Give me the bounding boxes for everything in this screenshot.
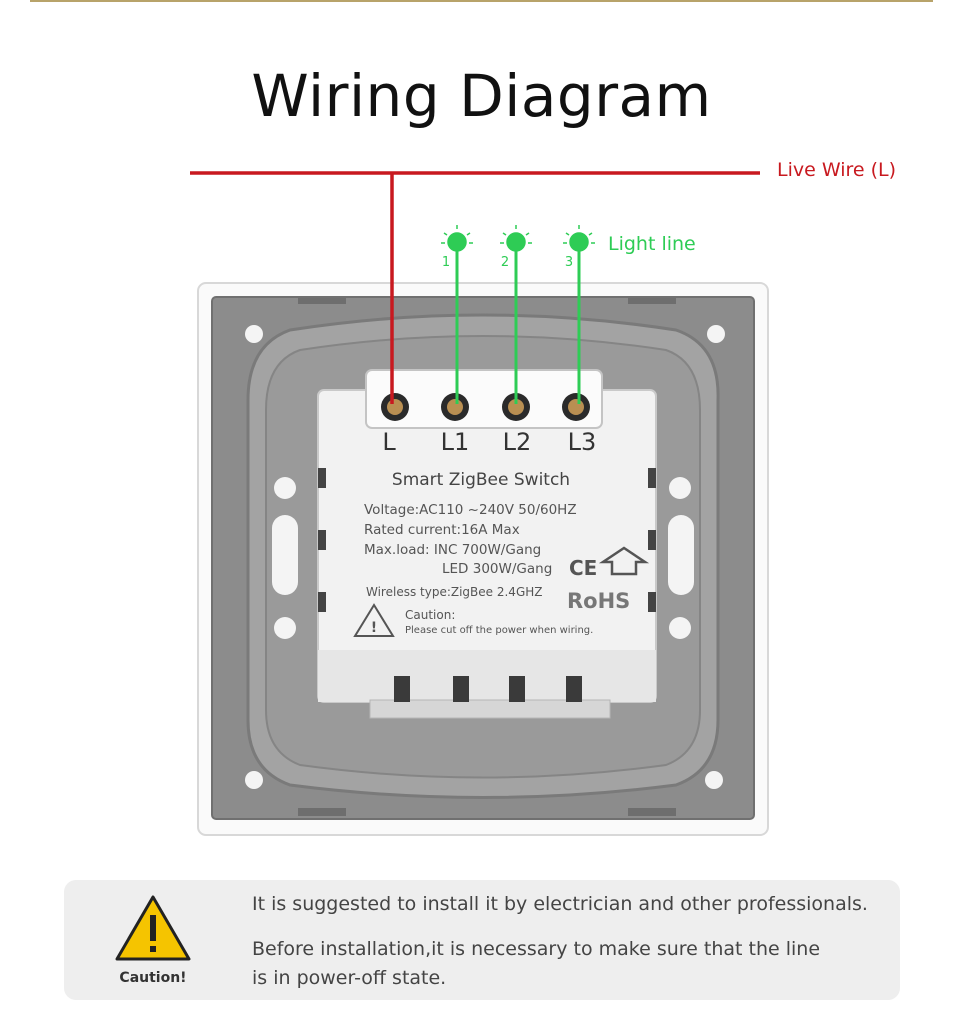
clip xyxy=(318,592,326,612)
rohs-mark: RoHS xyxy=(567,589,630,613)
svg-text:!: ! xyxy=(371,620,377,636)
notice-line-2: Before installation,it is necessary to m… xyxy=(252,938,821,989)
screw-hole xyxy=(669,477,691,499)
clip xyxy=(648,530,656,550)
vent-slot xyxy=(298,808,346,816)
screw-hole xyxy=(245,325,263,343)
warning-icon xyxy=(115,895,191,961)
live-wire-label: Live Wire (L) xyxy=(777,159,897,181)
terminal-label-l: L xyxy=(382,428,396,456)
clip xyxy=(648,592,656,612)
terminal-label-l3: L3 xyxy=(568,428,597,456)
screw-hole xyxy=(245,771,263,789)
notch xyxy=(566,676,582,702)
module-led-load: LED 300W/Gang xyxy=(442,561,552,577)
bulb-number-3: 3 xyxy=(565,255,573,270)
module-caution-title: Caution: xyxy=(405,608,455,622)
clip xyxy=(318,468,326,488)
mounting-slot xyxy=(272,515,298,595)
clip xyxy=(648,468,656,488)
screw-hole xyxy=(274,477,296,499)
vent-slot xyxy=(628,298,676,304)
page-title: Wiring Diagram xyxy=(251,62,712,130)
module-bottom-tab xyxy=(369,699,611,719)
top-rule xyxy=(30,0,933,2)
notice-line-1: It is suggested to install it by electri… xyxy=(252,893,868,915)
module-voltage: Voltage:AC110 ~240V 50/60HZ xyxy=(364,502,577,518)
module-warning-icon xyxy=(353,603,395,637)
bulb-icon xyxy=(500,225,532,252)
bulb-icon xyxy=(563,225,595,252)
clip xyxy=(318,530,326,550)
bulb-number-1: 1 xyxy=(442,255,450,270)
house-icon xyxy=(598,546,650,576)
notch xyxy=(509,676,525,702)
bulb-icon xyxy=(441,225,473,252)
module-wireless: Wireless type:ZigBee 2.4GHZ xyxy=(366,585,542,599)
terminal-label-l1: L1 xyxy=(441,428,470,456)
light-line-label: Light line xyxy=(608,233,696,255)
screw-hole xyxy=(705,771,723,789)
wiring-diagram: L L1 L2 L3 Smart ZigBee Switch Voltage:A… xyxy=(190,171,769,836)
terminal-block xyxy=(365,369,603,429)
ce-mark: CE xyxy=(569,556,597,580)
notch xyxy=(394,676,410,702)
terminal-label-l2: L2 xyxy=(503,428,532,456)
notch xyxy=(453,676,469,702)
bulb-number-2: 2 xyxy=(501,255,509,270)
module-rated-current: Rated current:16A Max xyxy=(364,522,520,538)
module-name: Smart ZigBee Switch xyxy=(392,470,570,490)
screw-hole xyxy=(707,325,725,343)
module-max-load: Max.load: INC 700W/Gang xyxy=(364,542,541,558)
screw-hole xyxy=(669,617,691,639)
mounting-slot xyxy=(668,515,694,595)
vent-slot xyxy=(628,808,676,816)
module-base xyxy=(318,650,656,702)
vent-slot xyxy=(298,298,346,304)
screw-hole xyxy=(274,617,296,639)
caution-label: Caution! xyxy=(119,970,187,986)
caution-notice-box xyxy=(64,880,900,1000)
module-caution-text: Please cut off the power when wiring. xyxy=(405,625,593,636)
